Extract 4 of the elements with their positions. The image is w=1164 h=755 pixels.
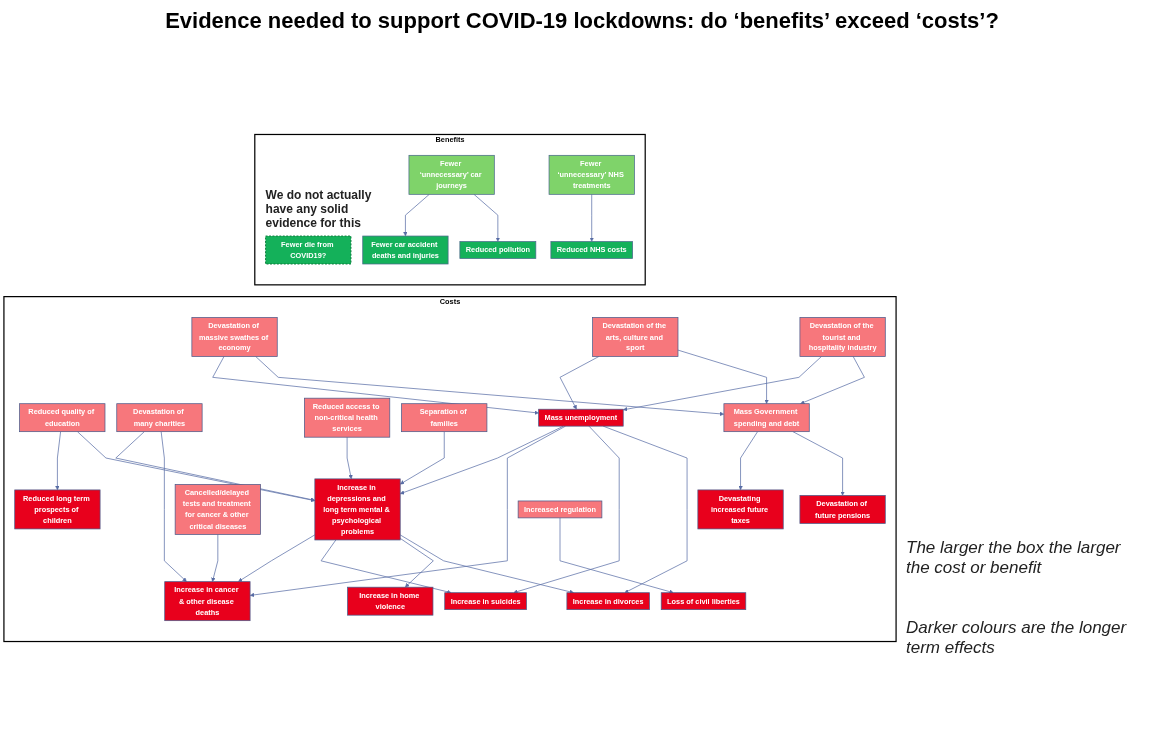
note-text: Darker colours are the longer term effects: [906, 618, 1128, 658]
note-text: The larger the box the larger the cost or benefit: [906, 538, 1122, 578]
diagram-title: Evidence needed to support COVID-19 lockdowns: do ‘benefits’ exceed ‘costs’?: [164, 7, 1000, 35]
side-note: We do not actually have any solid evidence for this: [265, 188, 373, 231]
